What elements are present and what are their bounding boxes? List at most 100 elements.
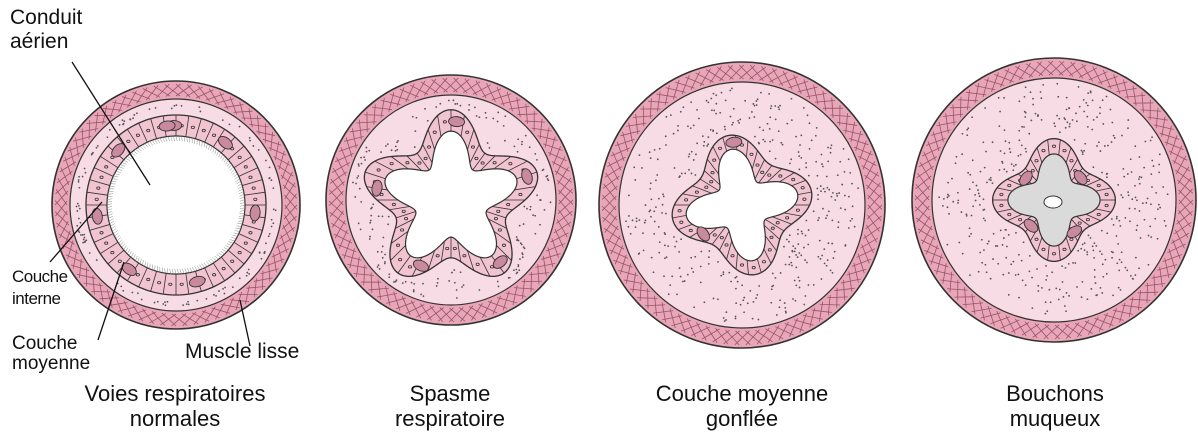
tissue-dot: [80, 222, 82, 224]
tissue-dot: [497, 281, 499, 283]
tissue-dot: [414, 130, 416, 132]
tissue-dot: [680, 111, 682, 113]
tissue-dot: [694, 174, 696, 176]
tissue-dot: [1068, 107, 1070, 109]
tissue-dot: [396, 149, 398, 151]
tissue-dot: [826, 265, 828, 267]
tissue-dot: [122, 290, 124, 292]
tissue-dot: [354, 196, 356, 198]
tissue-dot: [1104, 259, 1106, 261]
tissue-dot: [1064, 305, 1066, 307]
tissue-dot: [379, 268, 381, 270]
tissue-dot: [1094, 269, 1096, 271]
tissue-dot: [516, 236, 518, 238]
tissue-dot: [690, 101, 692, 103]
tissue-dot: [715, 113, 717, 115]
tissue-dot: [1062, 281, 1064, 283]
tissue-dot: [239, 126, 241, 128]
tissue-dot: [222, 288, 224, 290]
tissue-dot: [1121, 261, 1123, 263]
tissue-dot: [789, 162, 791, 164]
tissue-dot: [779, 306, 781, 308]
tissue-dot: [713, 298, 715, 300]
tissue-dot: [809, 148, 811, 150]
tissue-dot: [845, 244, 847, 246]
tissue-dot: [264, 251, 266, 253]
tissue-dot: [679, 175, 681, 177]
tissue-dot: [789, 256, 791, 258]
tissue-dot: [1077, 250, 1079, 252]
tissue-dot: [688, 156, 690, 158]
tissue-dot: [187, 301, 189, 303]
tissue-dot: [962, 133, 964, 135]
tissue-dot: [980, 171, 982, 173]
tissue-dot: [1122, 197, 1124, 199]
tissue-dot: [352, 182, 354, 184]
tissue-dot: [451, 272, 453, 274]
tissue-dot: [454, 282, 456, 284]
tissue-dot: [384, 263, 386, 265]
tissue-dot: [673, 236, 675, 238]
tissue-dot: [975, 200, 977, 202]
tissue-dot: [181, 105, 183, 107]
tissue-dot: [823, 188, 825, 190]
tissue-dot: [1086, 254, 1088, 256]
tissue-dot: [676, 293, 678, 295]
tissue-dot: [155, 107, 157, 109]
tissue-dot: [232, 286, 234, 288]
tissue-dot: [827, 259, 829, 261]
tissue-dot: [1031, 307, 1033, 309]
tissue-dot: [1148, 235, 1150, 237]
tissue-dot: [815, 135, 817, 137]
tissue-dot: [497, 121, 499, 123]
tissue-dot: [420, 293, 422, 295]
tissue-dot: [751, 111, 753, 113]
tissue-dot: [453, 269, 455, 271]
caption-spasm-line2: respiratoire: [320, 406, 580, 431]
tissue-dot: [131, 292, 133, 294]
tissue-dot: [272, 222, 274, 224]
tissue-dot: [1117, 243, 1119, 245]
tissue-dot: [1111, 257, 1113, 259]
tissue-dot: [1134, 208, 1136, 210]
tissue-dot: [1144, 141, 1146, 143]
tissue-dot: [682, 106, 684, 108]
tissue-dot: [1006, 171, 1008, 173]
tissue-dot: [83, 239, 85, 241]
tissue-dot: [794, 247, 796, 249]
tissue-dot: [1019, 139, 1021, 141]
tissue-dot: [485, 112, 487, 114]
tissue-dot: [658, 198, 660, 200]
label-couche-moyenne-line1: Couche: [12, 334, 90, 354]
tissue-dot: [154, 302, 156, 304]
tissue-dot: [982, 209, 984, 211]
tissue-dot: [1088, 234, 1090, 236]
tissue-dot: [518, 240, 520, 242]
tissue-dot: [1106, 96, 1108, 98]
tissue-dot: [826, 215, 828, 217]
tissue-dot: [534, 153, 536, 155]
tissue-dot: [706, 145, 708, 147]
tissue-dot: [1116, 216, 1118, 218]
tissue-dot: [358, 165, 360, 167]
tissue-dot: [805, 162, 807, 164]
tissue-dot: [967, 127, 969, 129]
tissue-dot: [1078, 86, 1080, 88]
tissue-dot: [664, 244, 666, 246]
tissue-dot: [1015, 164, 1017, 166]
tissue-dot: [1037, 285, 1039, 287]
tissue-dot: [786, 123, 788, 125]
tissue-dot: [1012, 169, 1014, 171]
tissue-dot: [1024, 96, 1026, 98]
tissue-dot: [1151, 186, 1153, 188]
tissue-dot: [708, 250, 710, 252]
tissue-dot: [638, 253, 640, 255]
tissue-dot: [741, 284, 743, 286]
tissue-dot: [366, 147, 368, 149]
tissue-dot: [405, 281, 407, 283]
tissue-dot: [779, 105, 781, 107]
tissue-dot: [1095, 282, 1097, 284]
tissue-dot: [735, 288, 737, 290]
tissue-dot: [504, 140, 506, 142]
tissue-dot: [1017, 274, 1019, 276]
